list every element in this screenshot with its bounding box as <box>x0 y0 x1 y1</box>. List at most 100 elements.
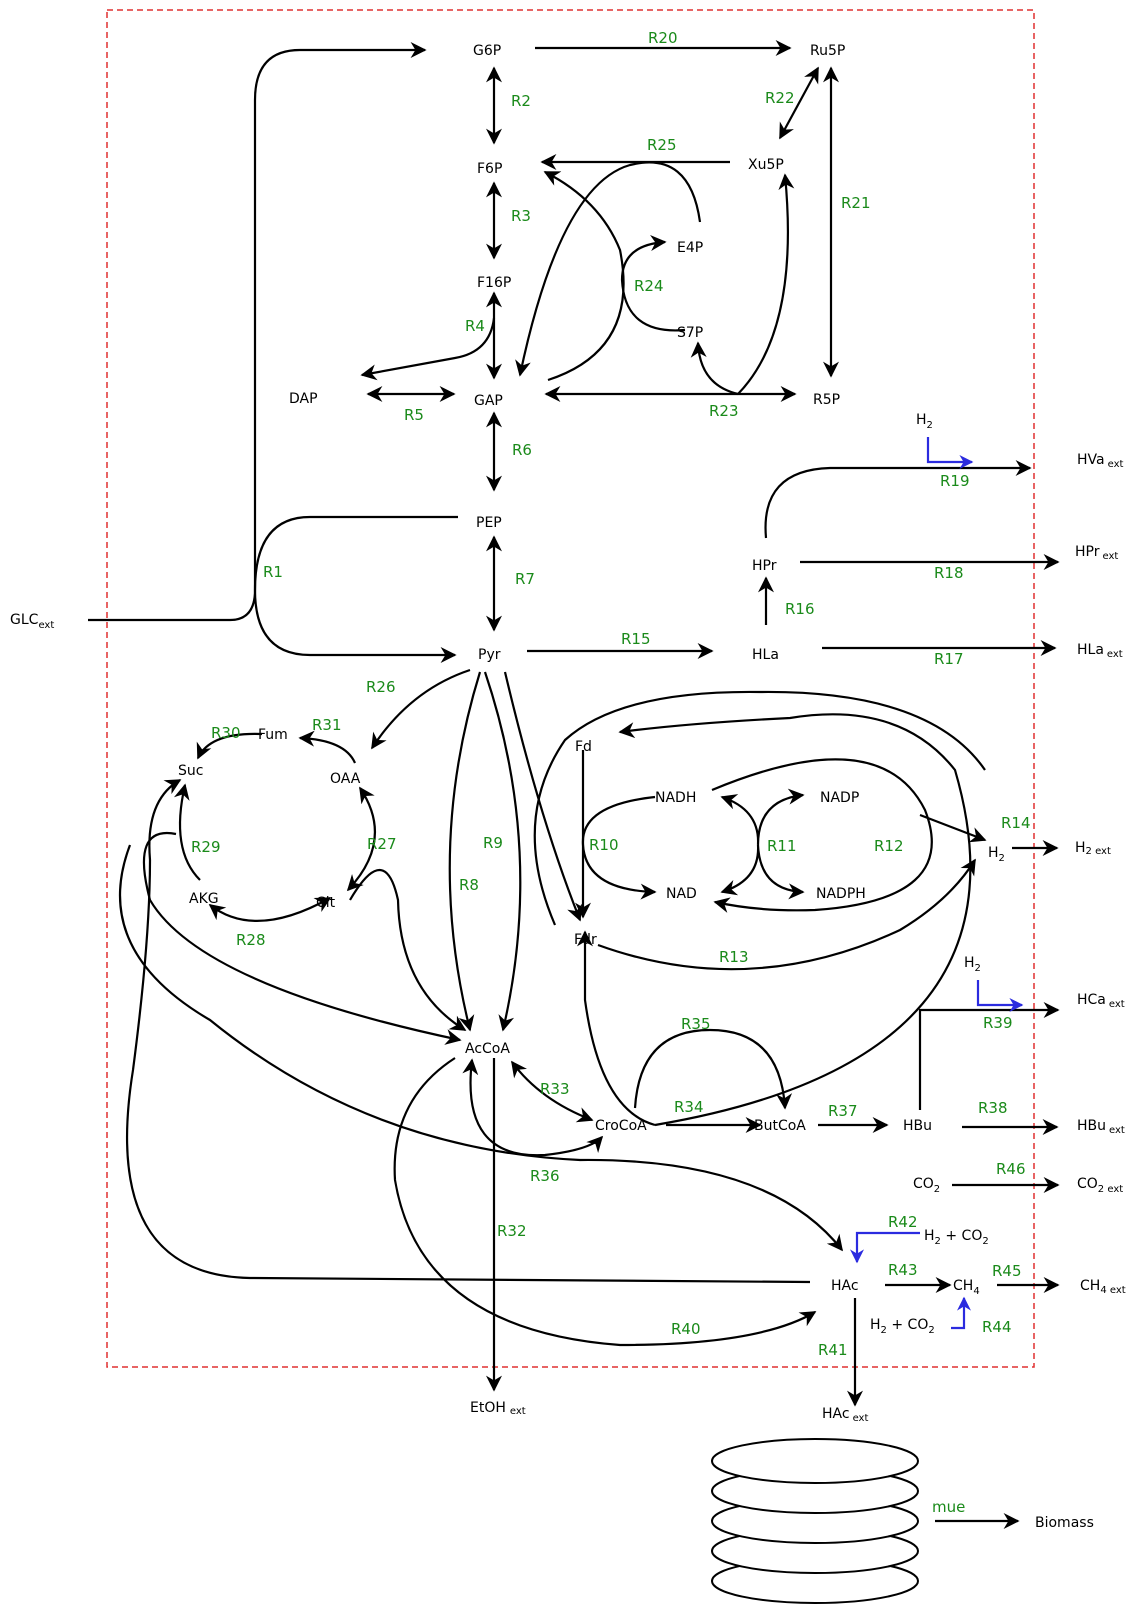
fd-outer-loop <box>533 690 986 926</box>
label-r18: R18 <box>934 564 964 582</box>
label-r20: R20 <box>648 29 678 47</box>
r27-arrow <box>346 786 377 892</box>
r9-arrow <box>483 671 522 1032</box>
label-r45: R45 <box>992 1262 1022 1280</box>
r36-arrow <box>462 1058 604 1157</box>
label-r27: R27 <box>367 835 397 853</box>
label-hbu: HBu <box>903 1118 932 1134</box>
label-h2-ext: H2 ext <box>1075 840 1111 857</box>
r1-arrow-pyr <box>253 515 458 663</box>
r42-h2-input <box>850 1231 920 1264</box>
label-r9: R9 <box>483 834 503 852</box>
label-suc: Suc <box>178 763 203 779</box>
biomass-cell-stack-icon <box>711 1438 919 1604</box>
r19-arrow <box>764 460 1032 539</box>
label-f6p: F6P <box>477 161 502 177</box>
r31-arrow <box>298 730 357 764</box>
label-r3: R3 <box>511 207 531 225</box>
r11-nadph <box>720 844 805 900</box>
cell-boundary <box>106 9 1035 1368</box>
metabolite-labels: G6P Ru5P F6P Xu5P E4P F16P S7P DAP GAP R… <box>10 43 1126 1531</box>
crocoa-to-fdr-arrow <box>577 930 656 1127</box>
reaction-arrows <box>88 40 1060 1529</box>
r39-h2-input <box>976 980 1024 1012</box>
label-cit: Cit <box>316 895 336 911</box>
label-r13: R13 <box>719 948 749 966</box>
r13-arrow <box>597 858 976 971</box>
label-h2: H2 <box>988 845 1005 864</box>
label-r14: R14 <box>1001 814 1031 832</box>
r26-arrow <box>371 668 471 750</box>
label-r10: R10 <box>589 836 619 854</box>
r28-arrow <box>208 897 332 922</box>
label-fdr: Fdr <box>574 932 597 948</box>
label-mue: mue <box>932 1498 965 1516</box>
label-dap: DAP <box>289 391 318 407</box>
r35-arrow <box>633 1028 793 1110</box>
label-r34: R34 <box>674 1098 704 1116</box>
r1-arrow-g6p <box>88 42 427 622</box>
label-r42: R42 <box>888 1213 918 1231</box>
r44-h2-input <box>951 1296 971 1330</box>
label-r33: R33 <box>540 1080 570 1098</box>
label-ch4: CH4 <box>953 1278 980 1297</box>
label-r46: R46 <box>996 1160 1026 1178</box>
label-h2-r39: H2 <box>964 955 981 974</box>
label-ch4-ext: CH4 ext <box>1080 1278 1126 1296</box>
label-r26: R26 <box>366 678 396 696</box>
pyr-to-fdr-arrow <box>503 671 583 922</box>
label-butcoa: ButCoA <box>754 1118 806 1134</box>
label-akg: AKG <box>189 891 219 907</box>
r27-arrow-accoa <box>349 869 467 1031</box>
label-hpr: HPr <box>752 558 777 574</box>
reaction-labels: R1 R2 R3 R4 R5 R6 R7 R8 R9 R10 R11 R12 R… <box>191 29 1031 1516</box>
label-r8: R8 <box>459 876 479 894</box>
r12-arrow <box>711 758 933 913</box>
label-pep: PEP <box>476 515 502 531</box>
label-xu5p: Xu5P <box>748 157 784 173</box>
label-r39: R39 <box>983 1014 1013 1032</box>
r4-arrow-dap <box>360 317 496 381</box>
label-r29: R29 <box>191 838 221 856</box>
label-r25: R25 <box>647 136 677 154</box>
label-r19: R19 <box>940 472 970 490</box>
label-r7: R7 <box>515 570 535 588</box>
label-r32: R32 <box>497 1222 527 1240</box>
label-g6p: G6P <box>473 43 501 59</box>
r11-nadp <box>720 788 805 846</box>
label-glc-ext: GLCext <box>10 612 54 631</box>
label-h2-co2-r44: H2 + CO2 <box>870 1317 935 1336</box>
r23-arrow-s7p <box>690 341 739 396</box>
label-r44: R44 <box>982 1318 1012 1336</box>
label-e4p: E4P <box>677 240 703 256</box>
label-biomass: Biomass <box>1035 1515 1094 1531</box>
label-h2-co2-r42: H2 + CO2 <box>924 1228 989 1247</box>
label-r41: R41 <box>818 1341 848 1359</box>
label-h2-r19: H2 <box>916 412 933 431</box>
label-hac: HAc <box>831 1278 859 1294</box>
label-r1: R1 <box>263 563 283 581</box>
label-r43: R43 <box>888 1261 918 1279</box>
label-r12: R12 <box>874 837 904 855</box>
label-s7p: S7P <box>677 325 703 341</box>
label-r22: R22 <box>765 89 795 107</box>
r30-arrow <box>196 732 263 760</box>
r24-arrow-f6p <box>543 171 625 382</box>
label-r5p: R5P <box>813 392 840 408</box>
label-f16p: F16P <box>477 275 511 291</box>
r8-arrow <box>448 671 482 1032</box>
label-r2: R2 <box>511 92 531 110</box>
label-r31: R31 <box>312 716 342 734</box>
label-r23: R23 <box>709 402 739 420</box>
label-r40: R40 <box>671 1320 701 1338</box>
r24-arrow-e4p <box>620 235 686 332</box>
fd-loop-arrow <box>618 713 972 1127</box>
label-r17: R17 <box>934 650 964 668</box>
label-r16: R16 <box>785 600 815 618</box>
accoa-to-hac-arrow <box>118 844 843 1252</box>
